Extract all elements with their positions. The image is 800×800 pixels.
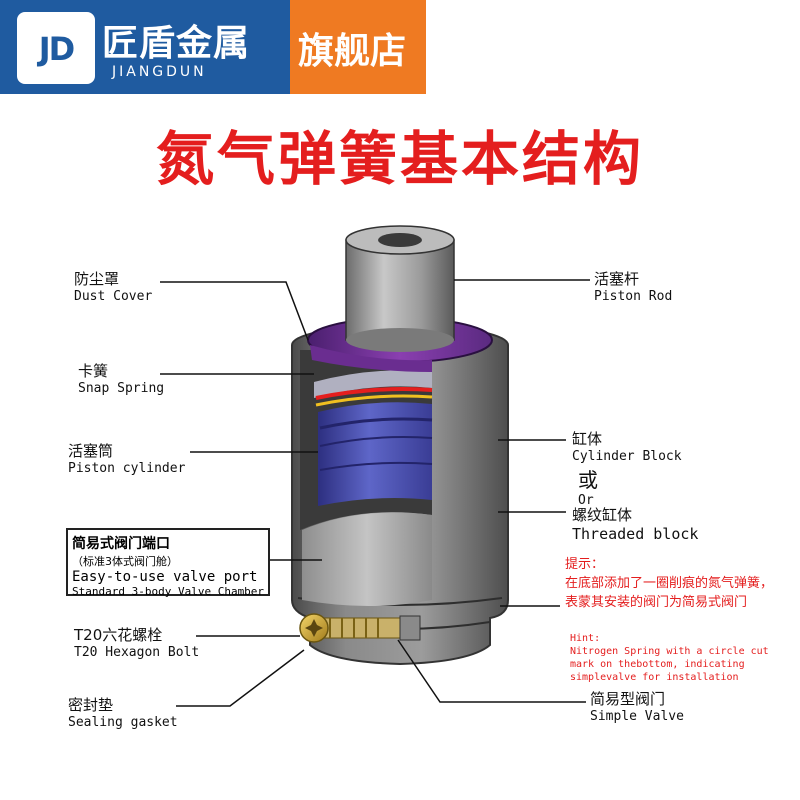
label-snap-spring: 卡簧 Snap Spring [78,362,165,396]
brand-name-cn: 匠盾金属 [102,23,251,64]
page-title: 氮气弹簧基本结构 [155,125,644,193]
hint-en: Hint: Nitrogen Spring with a circle cut … [570,633,769,683]
t20-bolt-part [299,613,329,643]
brand-name-en: JIANGDUN [112,64,207,80]
snap-spring-part [314,370,433,407]
logo-mark: JD [38,30,75,68]
label-cylinder-block: 缸体 Cylinder Block [572,430,682,464]
label-threaded-block: 螺纹缸体 Threaded block [572,506,699,543]
label-dust-cover: 防尘罩 Dust Cover [74,270,153,304]
piston-rod-part [345,225,455,352]
inner-chamber [302,512,432,606]
valve-port-callout: 简易式阀门端口 （标准3体式阀门舱） Easy-to-use valve por… [66,528,270,598]
label-or: 或 Or [578,468,598,508]
label-piston-cylinder: 活塞筒 Piston cylinder [68,442,186,476]
label-piston-rod: 活塞杆 Piston Rod [594,270,673,304]
brand-logo [17,12,95,84]
piston-cylinder-part [318,402,433,506]
leader-lines [160,279,590,707]
label-sealing-gasket: 密封垫 Sealing gasket [68,696,178,730]
simple-valve-part [317,615,421,641]
label-t20-bolt: T20六花螺栓 T20 Hexagon Bolt [74,626,200,660]
store-banner [290,0,426,94]
label-simple-valve: 简易型阀门 Simple Valve [590,690,684,724]
flagship-store-label: 旗舰店 [298,31,407,72]
hint-cn: 提示： 在底部添加了一圈削痕的氮气弹簧，表蒙其安装的阀门为简易式阀门 [565,557,774,610]
